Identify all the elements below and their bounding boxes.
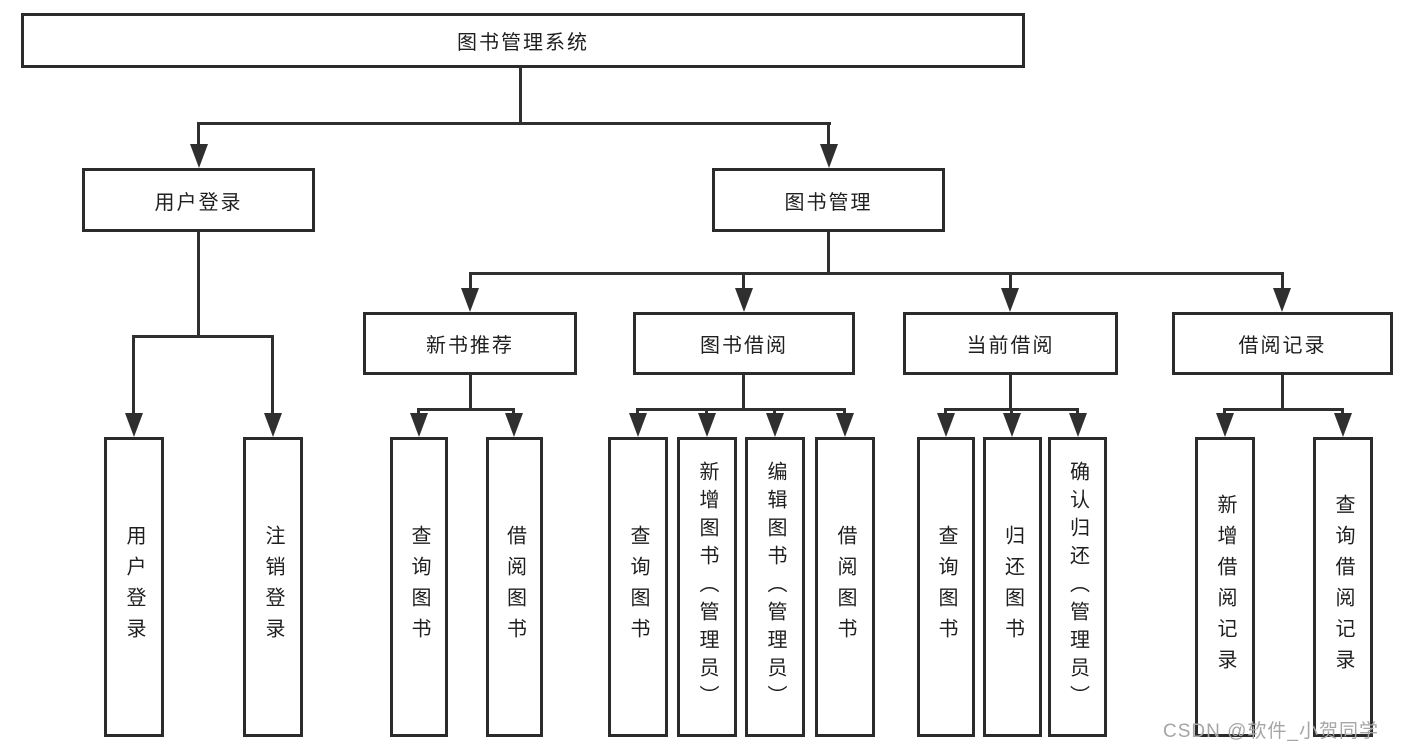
leaf-label: 编辑图书（管理员） bbox=[764, 461, 786, 713]
connector-level3-bar bbox=[469, 272, 1284, 275]
node-current-borrow-label: 当前借阅 bbox=[966, 335, 1055, 357]
node-leaf-return-books: 归还图书 bbox=[983, 437, 1042, 737]
arrowhead-user-login bbox=[190, 144, 208, 168]
node-leaf-query-books-2: 查询图书 bbox=[608, 437, 668, 737]
connector-borrow-records-stem bbox=[1281, 375, 1284, 411]
connector-drop-leaf-c2 bbox=[705, 408, 708, 417]
node-leaf-add-borrow-record: 新增借阅记录 bbox=[1195, 437, 1255, 737]
node-book-mgmt-label: 图书管理 bbox=[784, 191, 873, 214]
connector-new-book-bar bbox=[417, 408, 515, 411]
connector-drop-leaf-c1 bbox=[636, 408, 639, 417]
node-new-book-rec: 新书推荐 bbox=[363, 312, 577, 375]
connector-current-borrow-stem bbox=[1009, 375, 1012, 411]
node-current-borrow: 当前借阅 bbox=[903, 312, 1118, 375]
connector-new-book-stem bbox=[469, 375, 472, 411]
connector-drop-borrow-records bbox=[1281, 272, 1284, 292]
leaf-label: 查询借阅记录 bbox=[1332, 494, 1354, 680]
leaf-label: 借阅图书 bbox=[834, 525, 856, 649]
node-leaf-query-borrow-record: 查询借阅记录 bbox=[1313, 437, 1373, 737]
connector-level2-bar bbox=[197, 122, 831, 125]
connector-drop-book-borrow bbox=[742, 272, 745, 292]
arrowhead-leaf-c1 bbox=[629, 413, 647, 437]
node-borrow-records: 借阅记录 bbox=[1172, 312, 1393, 375]
arrowhead-leaf-d1 bbox=[937, 413, 955, 437]
arrowhead-leaf-d2 bbox=[1003, 413, 1021, 437]
arrowhead-leaf-a2 bbox=[264, 413, 282, 437]
arrowhead-leaf-a1 bbox=[125, 413, 143, 437]
node-leaf-edit-books-admin: 编辑图书（管理员） bbox=[745, 437, 805, 737]
leaf-label: 查询图书 bbox=[627, 525, 649, 649]
node-leaf-query-books-3: 查询图书 bbox=[917, 437, 975, 737]
leaf-label: 注销登录 bbox=[262, 525, 284, 649]
connector-drop-user-login bbox=[197, 122, 200, 148]
node-user-login: 用户登录 bbox=[82, 168, 315, 232]
arrowhead-leaf-c2 bbox=[698, 413, 716, 437]
node-leaf-query-books-1: 查询图书 bbox=[390, 437, 448, 737]
connector-drop-leaf-a2 bbox=[271, 335, 274, 417]
connector-drop-leaf-e1 bbox=[1223, 408, 1226, 417]
connector-drop-current-borrow bbox=[1009, 272, 1012, 292]
node-leaf-borrow-books-2: 借阅图书 bbox=[815, 437, 875, 737]
leaf-label: 借阅图书 bbox=[503, 525, 526, 649]
connector-drop-new-book bbox=[469, 272, 472, 292]
connector-borrow-records-bar bbox=[1223, 408, 1344, 411]
connector-drop-leaf-b2 bbox=[512, 408, 515, 417]
connector-drop-leaf-e2 bbox=[1341, 408, 1344, 417]
connector-drop-leaf-a1 bbox=[132, 335, 135, 417]
arrowhead-leaf-e2 bbox=[1334, 413, 1352, 437]
leaf-label: 用户登录 bbox=[123, 525, 145, 649]
node-book-borrow: 图书借阅 bbox=[633, 312, 855, 375]
node-new-book-rec-label: 新书推荐 bbox=[426, 335, 514, 357]
connector-drop-leaf-d3 bbox=[1076, 408, 1079, 417]
leaf-label: 查询图书 bbox=[408, 525, 430, 649]
arrowhead-leaf-b1 bbox=[410, 413, 428, 437]
connector-user-login-bar bbox=[132, 335, 274, 338]
arrowhead-leaf-b2 bbox=[505, 413, 523, 437]
leaf-label: 确认归还（管理员） bbox=[1066, 461, 1089, 713]
connector-root-stem bbox=[519, 68, 522, 125]
arrowhead-leaf-d3 bbox=[1069, 413, 1087, 437]
arrowhead-current-borrow bbox=[1001, 288, 1019, 312]
node-root-label: 图书管理系统 bbox=[457, 32, 589, 54]
arrowhead-leaf-c4 bbox=[836, 413, 854, 437]
node-leaf-user-login: 用户登录 bbox=[104, 437, 164, 737]
leaf-label: 新增图书（管理员） bbox=[696, 461, 718, 713]
connector-drop-leaf-c3 bbox=[773, 408, 776, 417]
connector-drop-leaf-c4 bbox=[843, 408, 846, 417]
connector-book-mgmt-stem bbox=[827, 232, 830, 275]
connector-drop-leaf-d1 bbox=[944, 408, 947, 417]
csdn-watermark: CSDN @软件_小贺同学 bbox=[1163, 721, 1379, 742]
arrowhead-new-book bbox=[461, 288, 479, 312]
node-borrow-records-label: 借阅记录 bbox=[1238, 335, 1327, 357]
arrowhead-borrow-records bbox=[1273, 288, 1291, 312]
arrowhead-leaf-e1 bbox=[1216, 413, 1234, 437]
node-user-login-label: 用户登录 bbox=[154, 191, 243, 214]
connector-drop-leaf-d2 bbox=[1010, 408, 1013, 417]
connector-user-login-stem bbox=[197, 232, 200, 338]
connector-book-borrow-bar bbox=[636, 408, 846, 411]
connector-drop-book-mgmt bbox=[827, 122, 830, 148]
node-book-mgmt: 图书管理 bbox=[712, 168, 945, 232]
node-root: 图书管理系统 bbox=[21, 13, 1025, 68]
node-leaf-add-books-admin: 新增图书（管理员） bbox=[677, 437, 737, 737]
connector-drop-leaf-b1 bbox=[417, 408, 420, 417]
leaf-label: 新增借阅记录 bbox=[1214, 494, 1236, 680]
arrowhead-book-borrow bbox=[735, 288, 753, 312]
arrowhead-leaf-c3 bbox=[766, 413, 784, 437]
node-leaf-confirm-return-admin: 确认归还（管理员） bbox=[1048, 437, 1107, 737]
connector-book-borrow-stem bbox=[742, 375, 745, 411]
arrowhead-book-mgmt bbox=[820, 144, 838, 168]
node-leaf-borrow-books-1: 借阅图书 bbox=[486, 437, 543, 737]
leaf-label: 归还图书 bbox=[1001, 525, 1024, 649]
node-leaf-logout: 注销登录 bbox=[243, 437, 303, 737]
node-book-borrow-label: 图书借阅 bbox=[700, 335, 788, 357]
leaf-label: 查询图书 bbox=[935, 525, 957, 649]
